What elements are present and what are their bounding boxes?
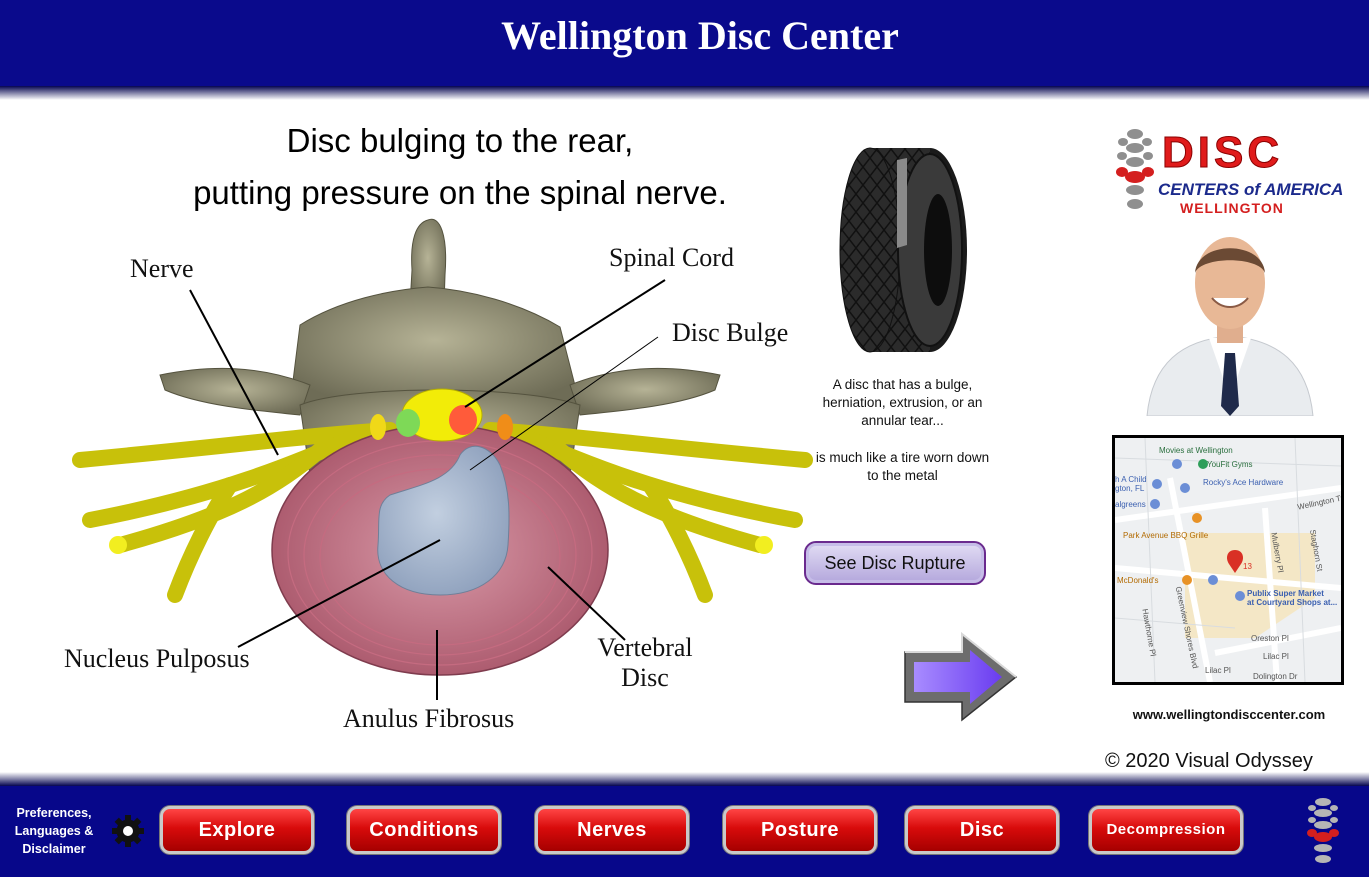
- headline-line-1: Disc bulging to the rear,: [286, 122, 634, 159]
- prefs-line-3: Disclaimer: [22, 842, 86, 856]
- next-arrow-icon[interactable]: [902, 632, 1020, 722]
- nav-conditions-button[interactable]: Conditions: [347, 806, 501, 854]
- tire-text-1: A disc that has a bulge, herniation, ext…: [822, 377, 983, 428]
- nav-disc-button[interactable]: Disc: [905, 806, 1059, 854]
- map-label-lilac-2: Lilac Pl: [1205, 666, 1231, 675]
- logo-wellington: WELLINGTON: [1180, 200, 1284, 216]
- map-label-publix-2: at Courtyard Shops at...: [1247, 598, 1338, 607]
- map-label-park-avenue: Park Avenue BBQ Grille: [1123, 531, 1209, 540]
- spinal-cord-label: Spinal Cord: [609, 243, 734, 272]
- nerve-label: Nerve: [130, 254, 194, 283]
- doctor-photo: [1137, 228, 1323, 416]
- preferences-link[interactable]: Preferences, Languages & Disclaimer: [4, 804, 104, 858]
- vertebral-disc-label: Vertebral Disc: [585, 633, 705, 693]
- see-disc-rupture-button[interactable]: See Disc Rupture: [804, 541, 986, 585]
- left-facet: [370, 414, 386, 440]
- site-title: Wellington Disc Center: [501, 13, 899, 58]
- headline: Disc bulging to the rear, putting pressu…: [130, 115, 790, 219]
- left-transverse-process: [159, 367, 311, 416]
- map-label-fl: gton, FL: [1115, 484, 1145, 493]
- logo-disc-word: DISC: [1161, 128, 1284, 178]
- map-label-rocky: Rocky's Ace Hardware: [1203, 478, 1284, 487]
- gear-icon[interactable]: [110, 813, 146, 849]
- disc-bulge-label: Disc Bulge: [672, 318, 789, 347]
- right-nerve-roots: [482, 422, 813, 603]
- tire-text-2: is much like a tire worn down to the met…: [815, 450, 990, 483]
- right-transverse-process: [569, 367, 721, 416]
- nav-posture-button[interactable]: Posture: [723, 806, 877, 854]
- left-nerve-end: [109, 536, 127, 554]
- left-nerve-roots: [72, 422, 398, 603]
- copyright: © 2020 Visual Odyssey: [1105, 750, 1313, 772]
- map-label-pin-number: 13: [1243, 562, 1252, 571]
- map-label-lilac: Lilac Pl: [1263, 652, 1289, 661]
- nav-explore-button[interactable]: Explore: [160, 806, 314, 854]
- prefs-line-1: Preferences,: [16, 806, 92, 820]
- map-streets: [1115, 438, 1341, 682]
- map-label-walgreens: algreens: [1115, 500, 1146, 509]
- spine-logo-icon: [1116, 129, 1154, 209]
- map-label-publix-1: Publix Super Market: [1247, 589, 1324, 598]
- anulus-fibrosus-label: Anulus Fibrosus: [343, 704, 515, 733]
- prefs-line-2: Languages &: [14, 824, 94, 838]
- spine-disc-illustration: [72, 218, 813, 700]
- nav-decompression-button[interactable]: Decompression: [1089, 806, 1243, 854]
- right-nerve-root-red: [449, 405, 477, 435]
- worn-tire-image: [839, 147, 967, 353]
- nav-nerves-button[interactable]: Nerves: [535, 806, 689, 854]
- map-label-movies: Movies at Wellington: [1159, 446, 1233, 455]
- nucleus-pulposus: [377, 445, 510, 596]
- map-label-youfit: YouFit Gyms: [1207, 460, 1253, 469]
- map-label-dolington: Dolington Dr: [1253, 672, 1298, 681]
- header-bar: Wellington Disc Center: [0, 0, 1369, 100]
- leader-lines: [189, 279, 666, 700]
- map-label-child: h A Child: [1115, 475, 1147, 484]
- website-url[interactable]: www.wellingtondisccenter.com: [1132, 707, 1326, 722]
- right-facet: [497, 414, 513, 440]
- right-nerve-end: [755, 536, 773, 554]
- vertebral-disc-label-line-2: Disc: [621, 663, 669, 692]
- map-label-mcdonalds: McDonald's: [1117, 576, 1159, 585]
- nucleus-pulposus-label: Nucleus Pulposus: [64, 644, 250, 673]
- disc-centers-logo: DISC CENTERS of AMERICA WELLINGTON: [1112, 128, 1344, 218]
- headline-line-2: putting pressure on the spinal nerve.: [193, 174, 727, 211]
- spine-menu-icon[interactable]: [1303, 796, 1343, 864]
- vertebral-disc-label-line-1: Vertebral: [597, 633, 693, 662]
- logo-centers-of-america: CENTERS of AMERICA: [1158, 180, 1344, 199]
- map-label-oreston: Oreston Pl: [1251, 634, 1289, 643]
- location-map[interactable]: Movies at Wellington YouFit Gyms h A Chi…: [1112, 435, 1344, 685]
- left-nerve-root-green: [396, 409, 420, 437]
- vertebra-lamina: [289, 286, 581, 406]
